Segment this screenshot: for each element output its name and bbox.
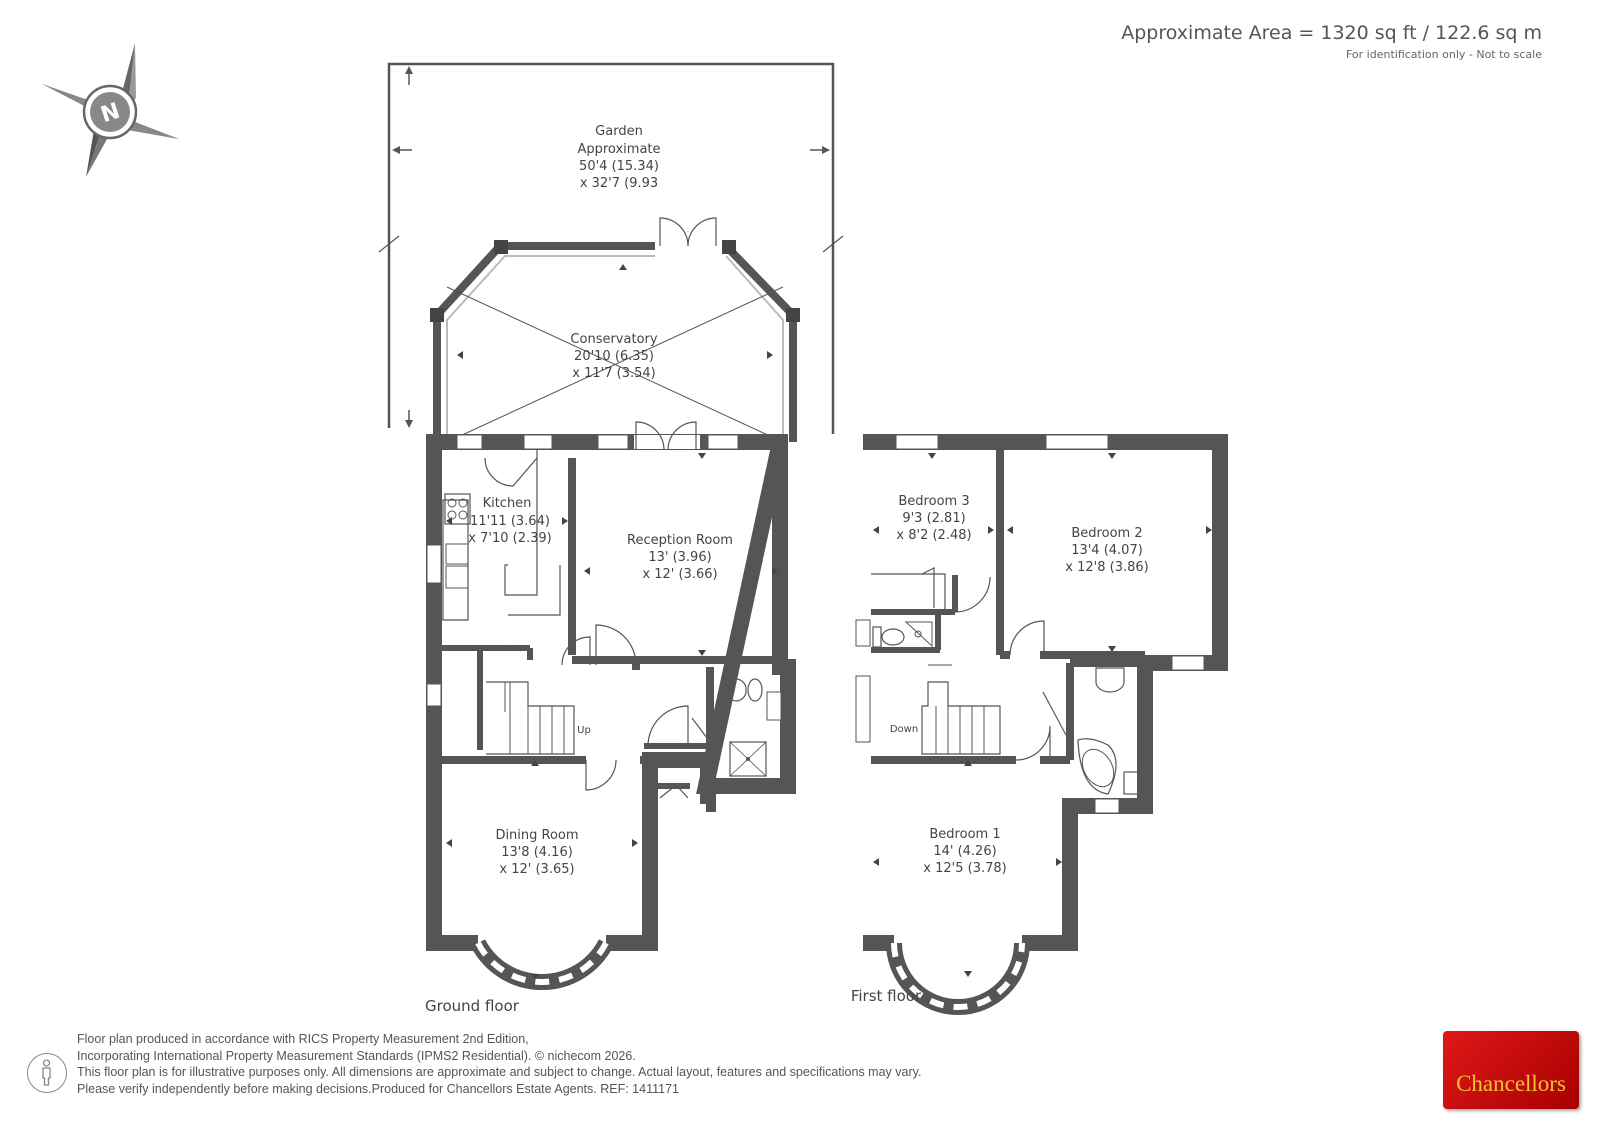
footer-note-line-3: This floor plan is for illustrative purp…: [77, 1065, 922, 1079]
dining-room-dim-2: x 12' (3.65): [499, 862, 574, 877]
person-scale-icon: [27, 1053, 67, 1093]
bedroom-3-dim-2: x 8'2 (2.48): [896, 528, 971, 543]
kitchen-name: Kitchen: [483, 496, 532, 511]
chancellors-logo: Chancellors: [1443, 1031, 1579, 1109]
scale-disclaimer: For identification only - Not to scale: [1346, 48, 1542, 61]
bedroom-2-dim-1: 13'4 (4.07): [1071, 543, 1143, 558]
conservatory-dim-1: 20'10 (6.35): [574, 349, 654, 364]
reception-room-name: Reception Room: [627, 533, 733, 548]
garden-label: Garden: [595, 124, 643, 139]
reception-room-dim-1: 13' (3.96): [648, 550, 711, 565]
first-dimension-arrows: [873, 453, 1212, 977]
kitchen-dim-1: 11'11 (3.64): [470, 514, 550, 529]
conservatory-name: Conservatory: [570, 332, 657, 347]
bedroom-2-name: Bedroom 2: [1071, 526, 1142, 541]
reception-room-dim-2: x 12' (3.66): [642, 567, 717, 582]
first-floor-label: First floor: [851, 987, 922, 1005]
brand-name: Chancellors: [1456, 1071, 1566, 1096]
footer-note-line-2: Incorporating International Property Mea…: [77, 1048, 636, 1063]
ground-dimension-arrows: [446, 453, 778, 980]
bedroom-1-name: Bedroom 1: [929, 827, 1000, 842]
conservatory-dim-2: x 11'7 (3.54): [572, 366, 655, 381]
kitchen-dim-2: x 7'10 (2.39): [468, 531, 551, 546]
stairs-up-label: Up: [577, 725, 591, 736]
garden-dim-length: 50'4 (15.34): [579, 159, 659, 174]
bedroom-3-dim-1: 9'3 (2.81): [902, 511, 965, 526]
approximate-area-block: Approximate Area = 1320 sq ft / 122.6 sq…: [1121, 22, 1542, 61]
dining-room-name: Dining Room: [495, 828, 578, 843]
garden-area: [378, 62, 844, 434]
bedroom-2-dim-2: x 12'8 (3.86): [1065, 560, 1148, 575]
garden-approx-label: Approximate: [577, 142, 660, 157]
dining-room-dim-1: 13'8 (4.16): [501, 845, 573, 860]
footer-note-line-1: Floor plan produced in accordance with R…: [77, 1032, 529, 1046]
stairs-down-label: Down: [890, 724, 918, 735]
north-compass-icon: N: [42, 43, 179, 177]
first-floor-plan: [855, 434, 1228, 1015]
conservatory: [430, 217, 800, 443]
garden-dim-width: x 32'7 (9.93: [580, 176, 658, 191]
bedroom-3-name: Bedroom 3: [898, 494, 969, 509]
ground-floor-plan: [426, 421, 796, 990]
bedroom-1-dim-2: x 12'5 (3.78): [923, 861, 1006, 876]
footer-notes: Floor plan produced in accordance with R…: [77, 1031, 921, 1097]
footer-note-line-4: Please verify independently before makin…: [77, 1081, 679, 1096]
ground-floor-label: Ground floor: [425, 997, 520, 1015]
bedroom-1-dim-1: 14' (4.26): [933, 844, 996, 859]
approximate-area-text: Approximate Area = 1320 sq ft / 122.6 sq…: [1121, 22, 1542, 44]
